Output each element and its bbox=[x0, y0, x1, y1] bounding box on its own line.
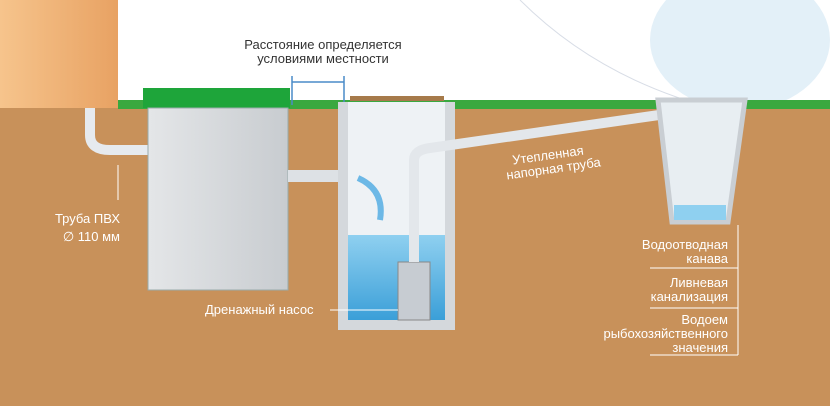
outlet-label-line: Ливневая bbox=[669, 275, 728, 290]
outlet-storm-label: Ливневая канализация bbox=[560, 276, 728, 304]
ditch bbox=[655, 97, 748, 225]
well-lid bbox=[350, 96, 444, 101]
pvc-pipe-label-line: Труба ПВХ bbox=[54, 211, 120, 226]
drainage-pump bbox=[397, 261, 431, 321]
outlet-label-line: канализация bbox=[650, 289, 728, 304]
water-stream bbox=[356, 175, 384, 221]
outlet-label-line: рыбохозяйственного bbox=[603, 326, 728, 341]
outlet-label-line: Водоотводная bbox=[641, 237, 728, 252]
pump-label: Дренажный насос bbox=[205, 302, 314, 317]
outlet-label-line: значения bbox=[672, 340, 728, 355]
distance-label: Расстояние определяется условиями местно… bbox=[228, 38, 418, 66]
outlet-leaders bbox=[650, 225, 739, 356]
inlet-pipe bbox=[85, 108, 150, 155]
outlet-label-line: Водоем bbox=[681, 312, 728, 327]
pvc-pipe-label: Труба ПВХ ∅ 110 мм bbox=[30, 212, 120, 244]
house bbox=[0, 0, 118, 108]
septic-tank bbox=[147, 107, 289, 291]
grass bbox=[118, 100, 830, 109]
septic-tank-lid bbox=[143, 88, 290, 108]
outlet-label-line: канава bbox=[686, 251, 728, 266]
pvc-diameter-label: ∅ 110 мм bbox=[62, 229, 120, 244]
distance-label-line: условиями местности bbox=[257, 51, 389, 66]
outlet-pond-label: Водоем рыбохозяйственного значения bbox=[560, 313, 728, 355]
outlet-ditch-label: Водоотводная канава bbox=[560, 238, 728, 266]
water-splash bbox=[650, 0, 830, 110]
distance-label-line: Расстояние определяется bbox=[244, 37, 402, 52]
ditch-water bbox=[674, 205, 726, 220]
pressure-pipe bbox=[409, 107, 681, 262]
distance-arrow bbox=[291, 76, 345, 105]
